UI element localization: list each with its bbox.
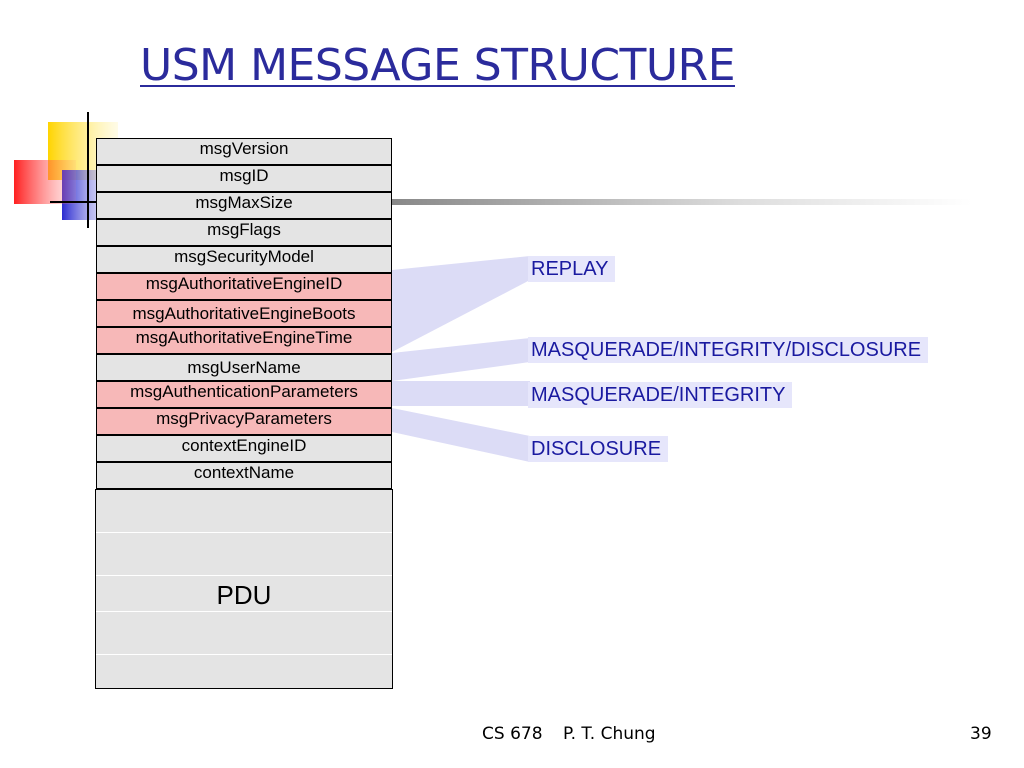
field-msg-authoritative-engine-boots: msgAuthoritativeEngineBoots bbox=[96, 300, 392, 327]
field-label: msgUserName bbox=[187, 358, 301, 377]
footer-course: CS 678 bbox=[482, 724, 543, 744]
field-msg-max-size: msgMaxSize bbox=[96, 192, 392, 219]
field-label: msgAuthoritativeEngineBoots bbox=[132, 304, 356, 323]
field-label: msgPrivacyParameters bbox=[156, 409, 332, 428]
field-msg-user-name: msgUserName bbox=[96, 354, 392, 381]
replay-connector bbox=[392, 256, 530, 352]
field-label: msgVersion bbox=[199, 139, 289, 158]
slide-title: USM MESSAGE STRUCTURE bbox=[140, 40, 736, 91]
field-label: msgMaxSize bbox=[195, 193, 293, 212]
field-label: contextEngineID bbox=[181, 436, 307, 455]
threat-replay: REPLAY bbox=[528, 256, 616, 282]
pdu-block: PDU bbox=[95, 489, 393, 689]
pdu-divider bbox=[96, 611, 392, 612]
masquerade-integrity-disclosure-connector bbox=[392, 338, 530, 381]
footer-page-number: 39 bbox=[970, 724, 992, 744]
field-context-name: contextName bbox=[96, 462, 392, 489]
field-label: msgAuthenticationParameters bbox=[130, 382, 358, 401]
threat-disclosure: DISCLOSURE bbox=[528, 436, 669, 462]
threat-masquerade-integrity: MASQUERADE/INTEGRITY bbox=[528, 382, 793, 408]
field-label: contextName bbox=[193, 463, 295, 482]
field-msg-id: msgID bbox=[96, 165, 392, 192]
field-msg-authoritative-engine-id: msgAuthoritativeEngineID bbox=[96, 273, 392, 300]
threat-masquerade-integrity-disclosure: MASQUERADE/INTEGRITY/DISCLOSURE bbox=[528, 337, 929, 363]
field-label: msgAuthoritativeEngineTime bbox=[135, 328, 353, 347]
decorative-divider-line bbox=[392, 199, 972, 205]
field-label: msgSecurityModel bbox=[174, 247, 314, 266]
field-msg-flags: msgFlags bbox=[96, 219, 392, 246]
pdu-label: PDU bbox=[216, 580, 272, 610]
pdu-divider bbox=[96, 654, 392, 655]
field-msg-authentication-parameters: msgAuthenticationParameters bbox=[96, 381, 392, 408]
field-label: msgID bbox=[219, 166, 269, 185]
field-msg-privacy-parameters: msgPrivacyParameters bbox=[96, 408, 392, 435]
field-label: msgFlags bbox=[207, 220, 281, 239]
pdu-divider bbox=[96, 575, 392, 576]
pdu-divider bbox=[96, 532, 392, 533]
field-msg-version: msgVersion bbox=[96, 138, 392, 165]
footer-author: P. T. Chung bbox=[563, 724, 656, 744]
field-context-engine-id: contextEngineID bbox=[96, 435, 392, 462]
field-msg-security-model: msgSecurityModel bbox=[96, 246, 392, 273]
masquerade-integrity-connector bbox=[392, 381, 530, 406]
field-msg-authoritative-engine-time: msgAuthoritativeEngineTime bbox=[96, 327, 392, 354]
field-label: msgAuthoritativeEngineID bbox=[145, 274, 343, 293]
disclosure-connector bbox=[392, 408, 530, 462]
